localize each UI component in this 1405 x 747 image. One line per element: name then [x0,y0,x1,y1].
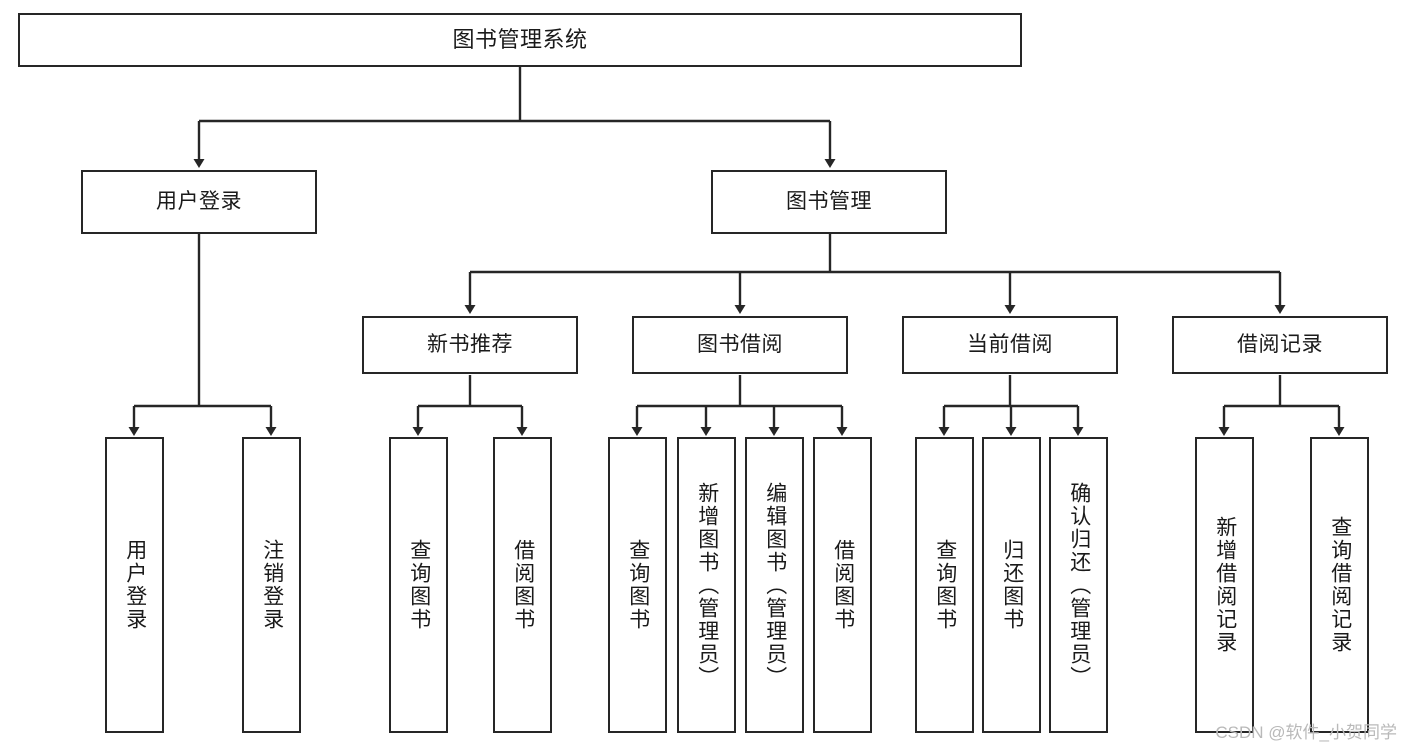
node-user-login-label: 用户登录 [156,189,242,213]
node-leaf-query-record[interactable]: 查询借阅记录 [1310,437,1369,733]
node-root-book-management-system[interactable]: 图书管理系统 [18,13,1022,67]
node-current-borrow-label: 当前借阅 [967,332,1053,356]
node-leaf-return-book-label: 归还图书 [1000,539,1024,631]
node-current-borrow[interactable]: 当前借阅 [902,316,1118,374]
node-root-label: 图书管理系统 [452,27,588,53]
node-leaf-add-record[interactable]: 新增借阅记录 [1195,437,1254,733]
node-leaf-borrow-book-1[interactable]: 借阅图书 [493,437,552,733]
node-book-borrow[interactable]: 图书借阅 [632,316,848,374]
node-leaf-user-login-label: 用户登录 [123,539,147,631]
node-leaf-edit-book-label: 编辑图书（管理员） [763,481,787,689]
node-book-management-label: 图书管理 [786,189,872,213]
node-leaf-logout-label: 注销登录 [260,539,284,631]
node-leaf-borrow-book-1-label: 借阅图书 [511,539,535,631]
node-leaf-add-record-label: 新增借阅记录 [1213,516,1237,654]
node-leaf-query-record-label: 查询借阅记录 [1328,516,1352,654]
node-leaf-confirm-return[interactable]: 确认归还（管理员） [1049,437,1108,733]
node-leaf-query-book-1-label: 查询图书 [407,539,431,631]
node-borrow-record[interactable]: 借阅记录 [1172,316,1388,374]
node-user-login[interactable]: 用户登录 [81,170,317,234]
node-leaf-query-book-3-label: 查询图书 [933,539,957,631]
node-leaf-borrow-book-2-label: 借阅图书 [831,539,855,631]
node-book-borrow-label: 图书借阅 [697,332,783,356]
node-leaf-query-book-2-label: 查询图书 [626,539,650,631]
node-leaf-query-book-2[interactable]: 查询图书 [608,437,667,733]
node-leaf-add-book-label: 新增图书（管理员） [695,481,719,689]
node-leaf-return-book[interactable]: 归还图书 [982,437,1041,733]
node-new-book-recommend[interactable]: 新书推荐 [362,316,578,374]
node-borrow-record-label: 借阅记录 [1237,332,1323,356]
node-leaf-query-book-1[interactable]: 查询图书 [389,437,448,733]
node-leaf-user-login[interactable]: 用户登录 [105,437,164,733]
node-leaf-query-book-3[interactable]: 查询图书 [915,437,974,733]
node-new-book-recommend-label: 新书推荐 [427,332,513,356]
node-book-management[interactable]: 图书管理 [711,170,947,234]
node-leaf-logout[interactable]: 注销登录 [242,437,301,733]
node-leaf-edit-book[interactable]: 编辑图书（管理员） [745,437,804,733]
node-leaf-confirm-return-label: 确认归还（管理员） [1067,481,1091,689]
node-leaf-add-book[interactable]: 新增图书（管理员） [677,437,736,733]
node-leaf-borrow-book-2[interactable]: 借阅图书 [813,437,872,733]
